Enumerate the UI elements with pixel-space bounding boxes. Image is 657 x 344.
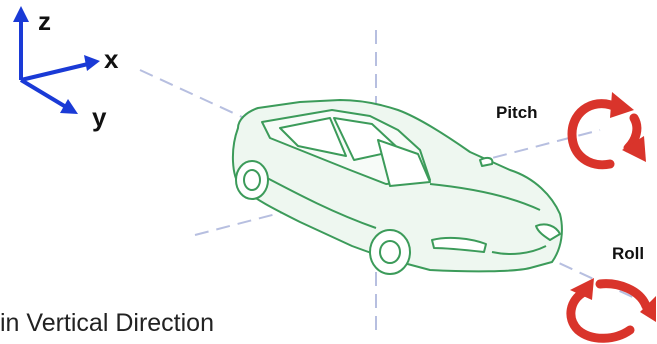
- roll-label: Roll: [612, 244, 644, 264]
- car-icon: [233, 100, 562, 274]
- x-axis-label: x: [104, 44, 118, 75]
- z-axis-label: z: [38, 6, 51, 37]
- xyz-axes-icon: [13, 6, 100, 114]
- caption: in Vertical Direction: [0, 309, 214, 338]
- y-axis-label: y: [92, 102, 106, 133]
- pitch-label: Pitch: [496, 103, 538, 123]
